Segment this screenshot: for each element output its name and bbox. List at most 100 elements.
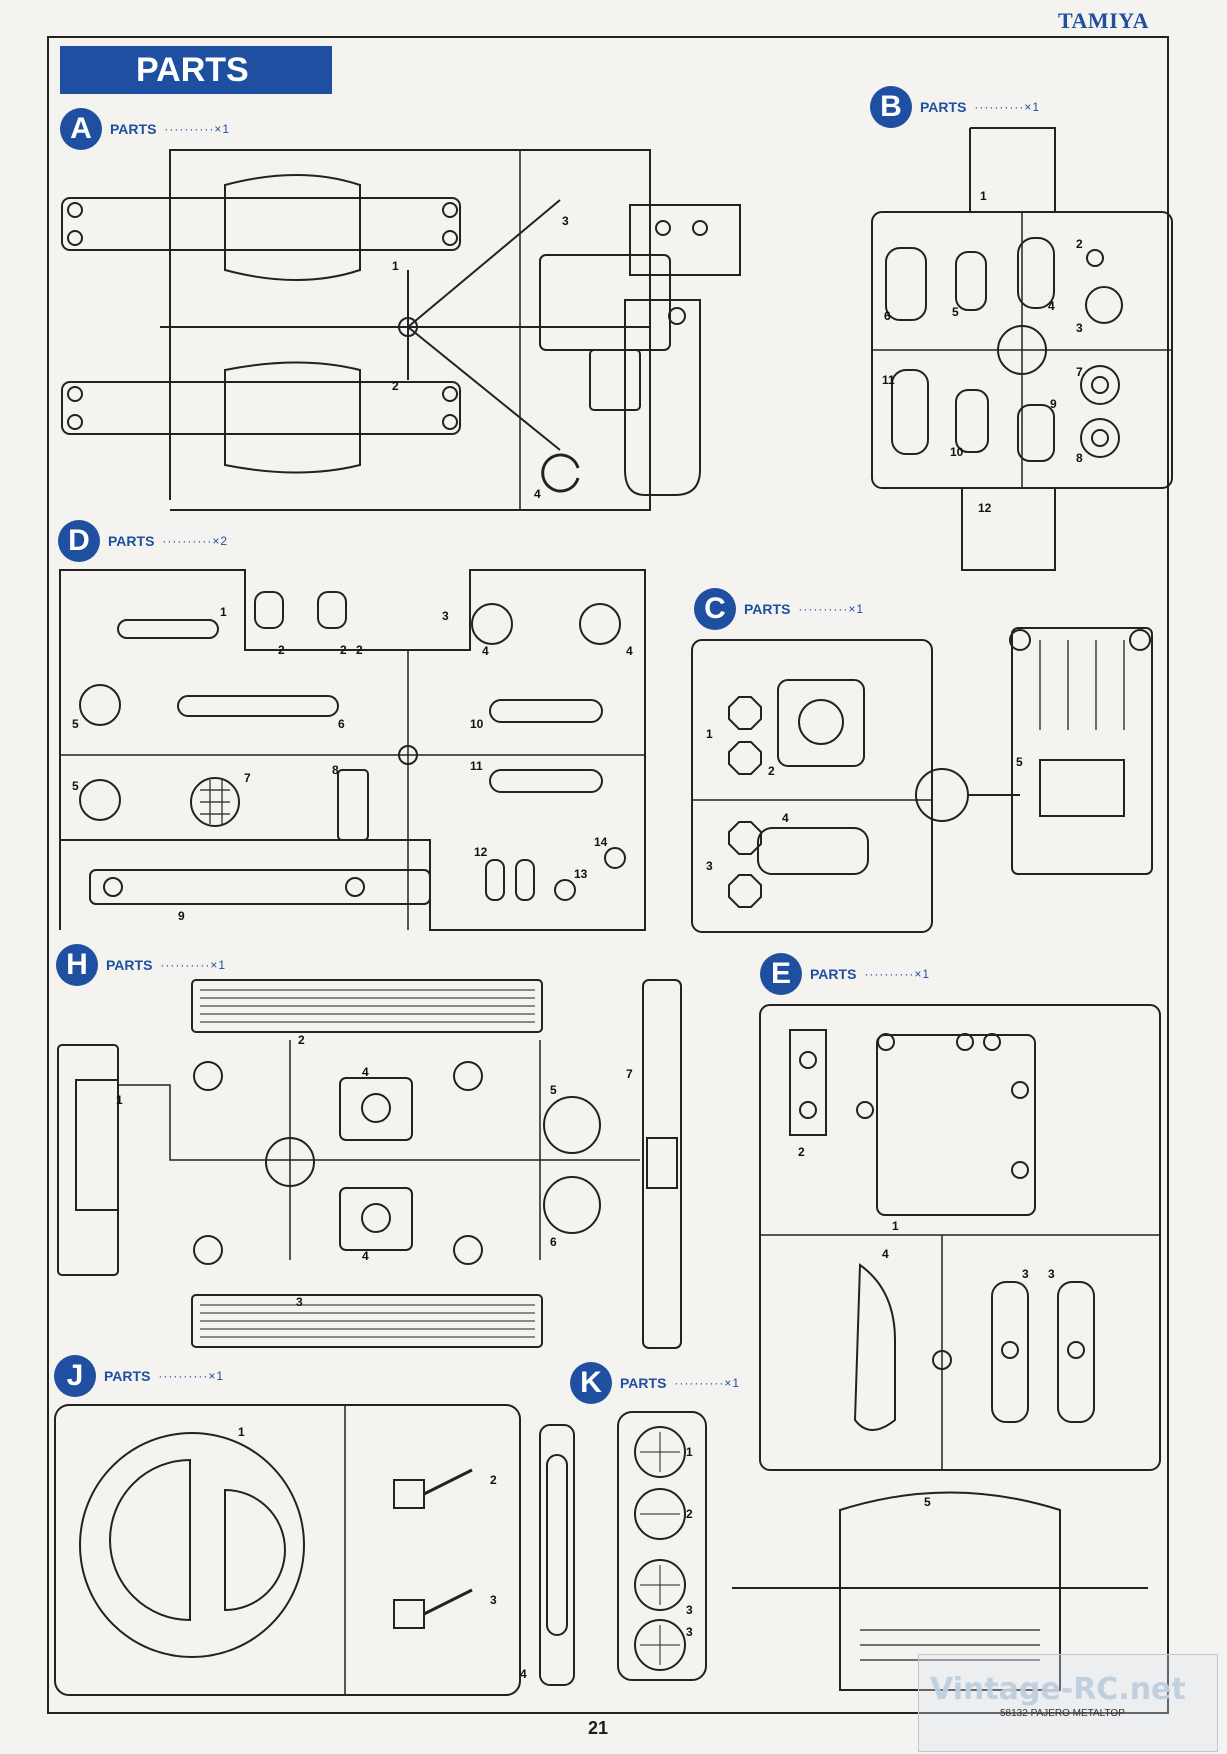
h-part-num: 7 [626, 1067, 633, 1081]
d-part-num: 4 [482, 644, 489, 658]
d-part-num: 2 [278, 643, 285, 657]
section-b-parts: PARTS [920, 99, 967, 115]
section-h-badge: H [56, 944, 98, 986]
product-code: 58132 PAJERO METALTOP [1000, 1708, 1125, 1719]
j-part-num: 3 [490, 1593, 497, 1607]
section-c-qty: ··········×1 [798, 602, 865, 616]
section-a-parts: PARTS [110, 121, 157, 137]
section-d-parts: PARTS [108, 533, 155, 549]
d-part-num: 6 [338, 717, 345, 731]
section-k-qty: ··········×1 [674, 1376, 741, 1390]
section-a-badge: A [60, 108, 102, 150]
j-part-num: 1 [238, 1425, 245, 1439]
h-part-num: 5 [550, 1083, 557, 1097]
section-e-label: E PARTS ··········×1 [760, 953, 930, 995]
section-d-badge: D [58, 520, 100, 562]
e-part-num: 1 [892, 1219, 899, 1233]
section-h-label: H PARTS ··········×1 [56, 944, 226, 986]
section-e-badge: E [760, 953, 802, 995]
a-part-num: 2 [392, 379, 399, 393]
d-part-num: 5 [72, 717, 79, 731]
b-part-num: 10 [950, 445, 964, 459]
section-j-badge: J [54, 1355, 96, 1397]
k-part-num: 2 [686, 1507, 693, 1521]
brand-logo: TAMIYA [1058, 8, 1150, 33]
d-part-num: 8 [332, 763, 339, 777]
watermark-box [918, 1654, 1218, 1752]
section-b-qty: ··········×1 [974, 100, 1041, 114]
b-part-num: 8 [1076, 451, 1083, 465]
d-part-num: 2 [340, 643, 347, 657]
b-part-num: 5 [952, 305, 959, 319]
part-number-labels: 1 2 3 4 1 2 3 4 5 6 7 8 9 10 11 12 1 2 2… [72, 189, 1083, 1681]
section-e-qty: ··········×1 [864, 967, 931, 981]
h-part-num: 6 [550, 1235, 557, 1249]
page-title: PARTS [60, 46, 332, 94]
page-frame [47, 36, 1169, 1714]
h-part-num: 4 [362, 1249, 369, 1263]
section-e-parts: PARTS [810, 966, 857, 982]
sprue-b-drawing [871, 127, 1173, 571]
b-part-num: 6 [884, 309, 891, 323]
a-part-num: 4 [534, 487, 541, 501]
b-part-num: 4 [1048, 299, 1055, 313]
h-part-num: 2 [298, 1033, 305, 1047]
d-part-num: 3 [442, 609, 449, 623]
section-j-parts: PARTS [104, 1368, 151, 1384]
d-part-num: 11 [470, 759, 483, 773]
e-part-num: 5 [924, 1495, 931, 1509]
sprue-k-drawing [617, 1411, 707, 1681]
b-part-num: 9 [1050, 397, 1057, 411]
b-part-num: 1 [980, 189, 987, 203]
sprue-h-drawing [57, 979, 682, 1349]
d-part-num: 4 [626, 644, 633, 658]
section-k-badge: K [570, 1362, 612, 1404]
b-part-num: 7 [1076, 365, 1083, 379]
j-part-num: 2 [490, 1473, 497, 1487]
b-part-num: 11 [882, 373, 895, 387]
section-j-qty: ··········×1 [158, 1369, 225, 1383]
h-part-num: 1 [116, 1093, 123, 1107]
section-k-label: K PARTS ··········×1 [570, 1362, 740, 1404]
b-part-num: 12 [978, 501, 992, 515]
j-part-num: 4 [520, 1667, 527, 1681]
a-part-num: 1 [392, 259, 399, 273]
section-h-parts: PARTS [106, 957, 153, 973]
c-part-num: 3 [706, 859, 713, 873]
sprue-e-drawing [732, 1004, 1161, 1691]
e-part-num: 2 [798, 1145, 805, 1159]
e-part-num: 3 [1022, 1267, 1029, 1281]
section-d-label: D PARTS ··········×2 [58, 520, 228, 562]
d-part-num: 14 [594, 835, 608, 849]
sprue-j-drawing [54, 1404, 575, 1696]
d-part-num: 10 [470, 717, 484, 731]
d-part-num: 1 [220, 605, 227, 619]
h-part-num: 3 [296, 1295, 303, 1309]
d-part-num: 7 [244, 771, 251, 785]
d-part-num: 9 [178, 909, 185, 923]
b-part-num: 2 [1076, 237, 1083, 251]
e-part-num: 3 [1048, 1267, 1055, 1281]
e-part-num: 4 [882, 1247, 889, 1261]
section-a-qty: ··········×1 [164, 122, 231, 136]
watermark: Vintage-RC.net [930, 1672, 1186, 1707]
sprue-d-drawing [59, 569, 646, 931]
c-part-num: 4 [782, 811, 789, 825]
d-part-num: 12 [474, 845, 488, 859]
b-part-num: 3 [1076, 321, 1083, 335]
d-part-num: 2 [356, 643, 363, 657]
section-k-parts: PARTS [620, 1375, 667, 1391]
section-a-label: A PARTS ··········×1 [60, 108, 230, 150]
section-b-badge: B [870, 86, 912, 128]
c-part-num: 2 [768, 764, 775, 778]
section-c-parts: PARTS [744, 601, 791, 617]
c-part-num: 5 [1016, 755, 1023, 769]
sprue-c-drawing [691, 627, 1153, 933]
section-c-badge: C [694, 588, 736, 630]
section-d-qty: ··········×2 [162, 534, 229, 548]
c-part-num: 1 [706, 727, 713, 741]
section-b-label: B PARTS ··········×1 [870, 86, 1040, 128]
page-number: 21 [588, 1718, 609, 1738]
k-part-num: 3 [686, 1625, 693, 1639]
